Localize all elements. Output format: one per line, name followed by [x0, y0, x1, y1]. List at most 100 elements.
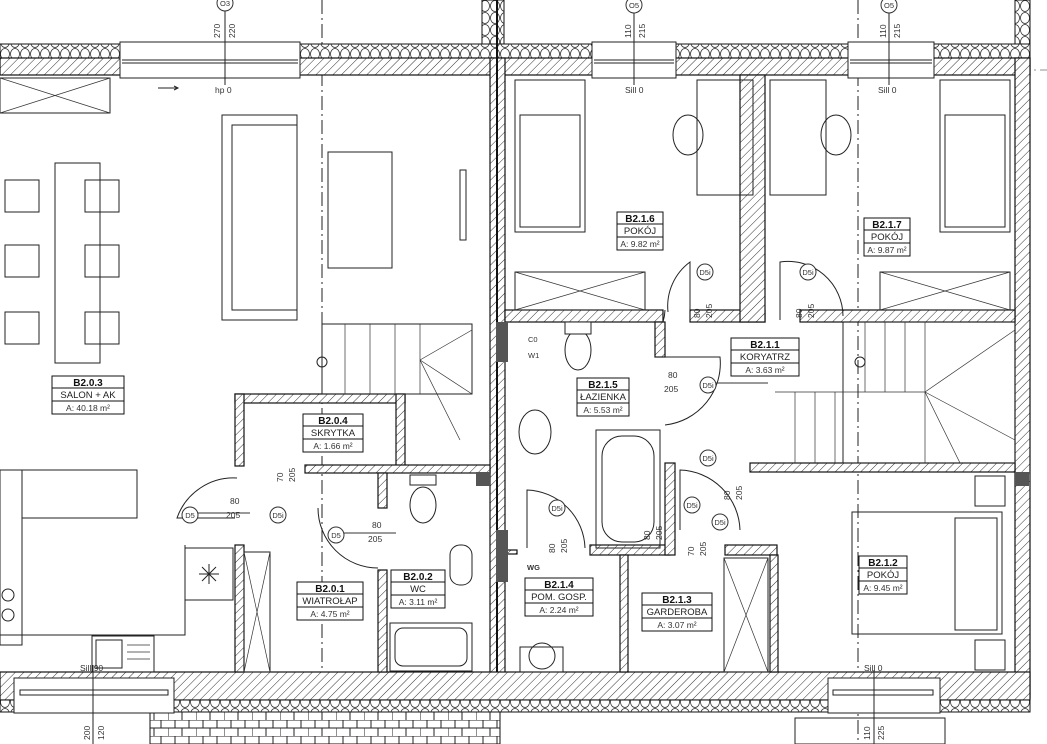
door-height: 205 [559, 539, 569, 553]
coffee-table [327, 151, 393, 269]
room-area: A: 9.45 m² [863, 583, 902, 593]
window-height: 120 [96, 726, 106, 740]
room-area: A: 2.24 m² [539, 605, 578, 615]
door-height: 205 [664, 384, 678, 394]
room-name: POKÓJ [867, 570, 899, 581]
door-type: D5i [702, 381, 714, 390]
door-type: D5i [802, 268, 814, 277]
room-code: B2.1.4 [544, 580, 574, 591]
bed-room-7 [939, 79, 1011, 233]
door-type: D5i [714, 518, 726, 527]
window-sill: Sill 0 [864, 663, 883, 673]
vent-label: W1 [528, 351, 539, 360]
wardrobe-room-7 [879, 271, 1011, 311]
room-name: WC [410, 584, 426, 595]
room-name: SKRYTKA [311, 428, 356, 439]
window-tag-o3: O3 270 220 hp 0 [158, 0, 237, 95]
room-code: B2.1.3 [662, 595, 692, 606]
door-width: 80 [668, 370, 678, 380]
door-width: 70 [686, 546, 696, 556]
room-area: A: 5.53 m² [583, 405, 622, 415]
door-width: 80 [692, 308, 702, 318]
room-name: GARDEROBA [647, 607, 708, 618]
staircase-right [775, 321, 1016, 464]
window-tag: O5 [629, 1, 639, 10]
closet-vestibule [243, 551, 271, 673]
door-width: 80 [230, 496, 240, 506]
door-height: 205 [806, 304, 816, 318]
window-tag-o5-left: O5 110 215 Sill 0 [623, 0, 647, 95]
door-type: D5 [185, 511, 195, 520]
room-name: POKÓJ [624, 226, 656, 237]
door-height: 205 [704, 304, 714, 318]
wardrobe-garderoba [723, 557, 769, 673]
room-code: B2.0.4 [318, 416, 348, 427]
sink-bath [518, 409, 552, 455]
kitchen-unit-top [0, 77, 111, 114]
vent-label: C0 [528, 335, 538, 344]
window-bottom-left [13, 677, 175, 714]
nightstand [974, 639, 1006, 671]
door-width: 80 [372, 520, 382, 530]
window-width: 200 [82, 726, 92, 740]
room-code: B2.1.6 [625, 214, 655, 225]
door-type: D5i [686, 501, 698, 510]
room-area: A: 40.18 m² [66, 403, 110, 413]
wg-label: WG [527, 563, 540, 572]
dining-table [4, 162, 120, 364]
window-width: 110 [878, 24, 888, 38]
door-type: D5i [699, 268, 711, 277]
sink-wc [449, 544, 473, 586]
room-name: KORYATRZ [740, 352, 790, 363]
staircase-left [316, 323, 473, 441]
door-height: 205 [734, 486, 744, 500]
window-o3 [119, 41, 301, 79]
interior-walls [234, 74, 1016, 673]
kitchen-counter [0, 469, 234, 673]
tv [459, 169, 467, 241]
window-width: 110 [862, 726, 872, 740]
nightstand [974, 475, 1006, 507]
door-height: 205 [654, 526, 664, 540]
window-height: 215 [892, 24, 902, 38]
door-height: 205 [698, 542, 708, 556]
room-code: B2.1.7 [872, 220, 902, 231]
room-area: A: 3.63 m² [745, 365, 784, 375]
desk-room-7 [769, 79, 852, 196]
bed-room-6 [514, 79, 586, 233]
bed-room-2 [851, 511, 1003, 635]
toilet-wc [409, 474, 437, 524]
room-code: B2.0.3 [73, 378, 103, 389]
room-code: B2.0.2 [403, 572, 433, 583]
window-tag-bottom-right: Sill 0 110 225 [862, 663, 886, 744]
door-width: 80 [642, 530, 652, 540]
room-code: B2.0.1 [315, 584, 345, 595]
door-type: D5i [551, 504, 563, 513]
bathtub [595, 429, 661, 549]
room-code: B2.1.1 [750, 340, 780, 351]
shower-wc [389, 622, 473, 672]
door-width: 80 [722, 490, 732, 500]
window-sill: Sill 0 [625, 85, 644, 95]
room-name: POM. GOSP. [531, 592, 587, 603]
window-bottom-right [827, 677, 941, 714]
door-width: 80 [547, 543, 557, 553]
door-height: 205 [287, 468, 297, 482]
window-o5-right [847, 41, 935, 79]
window-sill: Sill 0 [878, 85, 897, 95]
window-height: 225 [876, 726, 886, 740]
door-tag: D5i 80 205 [664, 370, 768, 394]
